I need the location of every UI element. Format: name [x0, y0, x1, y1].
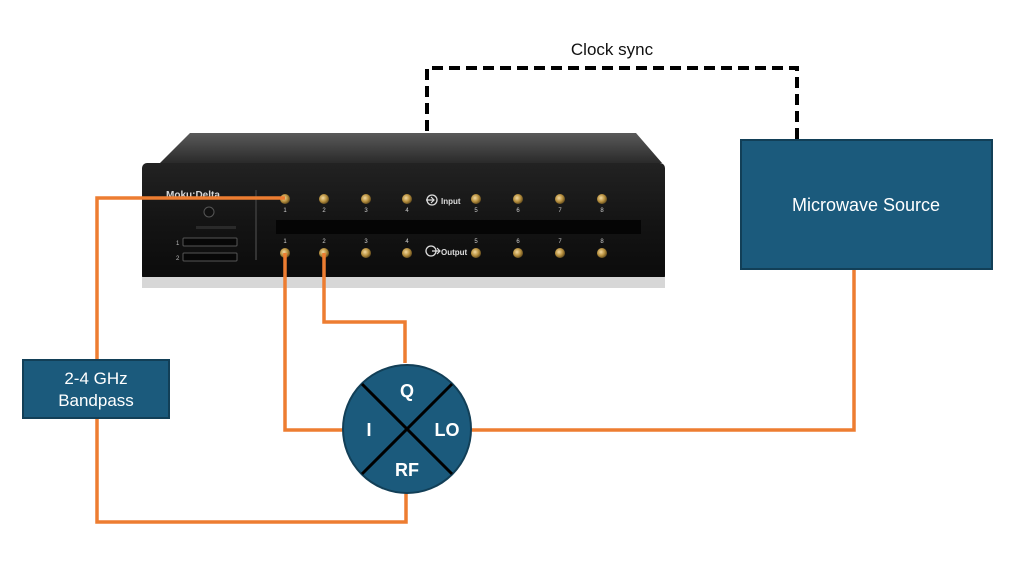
output-port-2-label: 2: [322, 239, 326, 245]
input-port-4-connector[interactable]: [402, 194, 412, 204]
input-port-7-label: 7: [558, 208, 562, 214]
output-port-5-label: 5: [474, 239, 478, 245]
moku-delta-device: Moku:Delta 1 2 1 2 3 4 5 6 7 8 1 2 3 4 5 6 7 8 Input O…: [142, 133, 665, 288]
input-port-8-label: 8: [600, 208, 604, 214]
output-port-7-connector[interactable]: [555, 248, 565, 258]
input-port-3-label: 3: [364, 208, 368, 214]
microwave-source-box: Microwave Source: [740, 139, 993, 270]
output-port-8-connector[interactable]: [597, 248, 607, 258]
input-port-8-connector[interactable]: [597, 194, 607, 204]
slot-label-2: 2: [176, 256, 180, 262]
cable-lo-to-source: [470, 269, 856, 432]
drive-slot-1: [182, 237, 238, 247]
drive-slot-2: [182, 252, 238, 262]
output-label: Output: [441, 248, 468, 257]
microwave-source-label: Microwave Source: [792, 195, 940, 215]
status-led-row: [196, 226, 236, 229]
clock-sync-label: Clock sync: [571, 40, 654, 59]
cable-input1-to-bandpass: [95, 196, 285, 360]
power-button[interactable]: [203, 206, 215, 218]
bandpass-filter-box: 2-4 GHz Bandpass: [22, 359, 170, 419]
output-port-8-label: 8: [600, 239, 604, 245]
bandpass-line-2: Bandpass: [58, 391, 134, 410]
input-port-6-label: 6: [516, 208, 520, 214]
clock-sync-line: [425, 66, 799, 140]
output-port-7-label: 7: [558, 239, 562, 245]
input-port-2-label: 2: [322, 208, 326, 214]
input-port-1-label: 1: [283, 208, 287, 214]
slot-label-1: 1: [176, 241, 180, 247]
input-label: Input: [441, 197, 461, 206]
input-port-5-connector[interactable]: [471, 194, 481, 204]
input-port-5-label: 5: [474, 208, 478, 214]
cable-output2-to-q: [322, 253, 407, 363]
input-port-2-connector[interactable]: [319, 194, 329, 204]
iq-mixer: Q I LO RF: [342, 364, 472, 494]
mixer-lo-label: LO: [435, 420, 460, 440]
cable-bandpass-to-rf: [95, 418, 408, 524]
output-port-3-connector[interactable]: [361, 248, 371, 258]
output-port-5-connector[interactable]: [471, 248, 481, 258]
front-center-groove: [276, 220, 641, 234]
output-port-1-label: 1: [283, 239, 287, 245]
input-port-7-connector[interactable]: [555, 194, 565, 204]
input-port-6-connector[interactable]: [513, 194, 523, 204]
device-base-shadow: [142, 277, 665, 288]
mixer-i-label: I: [366, 420, 371, 440]
mixer-q-label: Q: [400, 381, 414, 401]
output-port-6-label: 6: [516, 239, 520, 245]
cable-output1-to-i: [283, 253, 345, 432]
output-port-6-connector[interactable]: [513, 248, 523, 258]
input-port-3-connector[interactable]: [361, 194, 371, 204]
output-port-4-connector[interactable]: [402, 248, 412, 258]
device-top-surface: [160, 133, 662, 163]
output-port-3-label: 3: [364, 239, 368, 245]
mixer-rf-label: RF: [395, 460, 419, 480]
device-brand-label: Moku:Delta: [166, 190, 220, 201]
input-port-4-label: 4: [405, 208, 409, 214]
input-port-row: 1 2 3 4 5 6 7 8: [280, 194, 607, 214]
output-port-4-label: 4: [405, 239, 409, 245]
bandpass-line-1: 2-4 GHz: [64, 369, 127, 388]
